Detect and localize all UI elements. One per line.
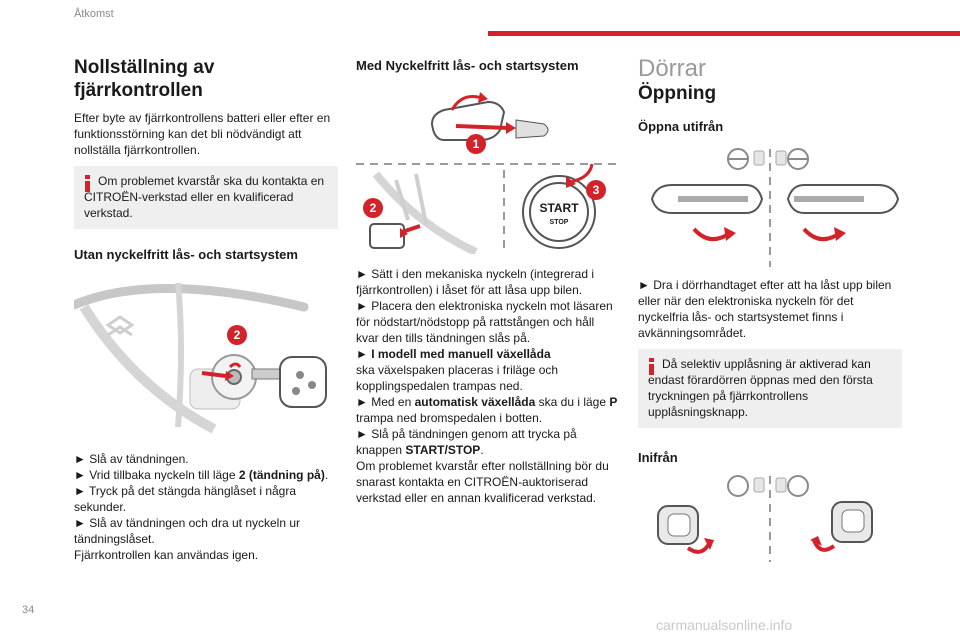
subtitle-with-keyless: Med Nyckelfritt lås- och startsystem (356, 58, 579, 73)
step-2: ► Vrid tillbaka nyckeln till läge 2 (tän… (74, 468, 329, 482)
page-number: 34 (22, 604, 35, 616)
figure-outside-handle (638, 143, 902, 267)
section-title-reset: Nollställning av fjärrkontrollen (74, 57, 215, 101)
figure-keyless: 1 2 START STOP 3 (356, 84, 620, 254)
figure-ignition-key: 2 (74, 277, 338, 439)
figure-inside-handle (638, 472, 902, 562)
step-3: ska växelspaken placeras i friläge och k… (356, 363, 559, 393)
info-icon (649, 358, 654, 375)
info-icon (85, 175, 90, 192)
subtitle-without-keyless: Utan nyckelfritt lås- och startsystem (74, 247, 298, 262)
info-note-text: Då selektiv upplåsning är aktiverad kan … (648, 357, 873, 419)
watermark: carmanualsonline.info (656, 617, 793, 633)
step-result: Fjärrkontrollen kan användas igen. (74, 548, 259, 562)
info-note-selective: Då selektiv upplåsning är aktiverad kan … (638, 349, 902, 428)
info-note-text: Om problemet kvarstår ska du kontakta en… (84, 174, 325, 220)
column-doors: Dörrar Öppning Öppna utifrån ► Dra i dör… (638, 56, 902, 562)
door-handle-illustration (650, 148, 900, 267)
callout-2b: 2 (370, 201, 377, 215)
keyless-illustration: 1 2 START STOP 3 (356, 92, 620, 254)
running-header: Åtkomst (74, 8, 114, 20)
steps-with-keyless: ► Sätt i den mekaniska nyckeln (integrer… (356, 266, 620, 506)
ignition-illustration: 2 (74, 282, 327, 434)
step-4: ► Slå av tändningen och dra ut nyckeln u… (74, 516, 301, 546)
step-1: ► Sätt i den mekaniska nyckeln (integrer… (356, 267, 594, 297)
steps-without-keyless: ► Slå av tändningen. ► Vrid tillbaka nyc… (74, 451, 338, 563)
step-outside: ► Dra i dörrhandtaget efter att ha låst … (638, 278, 892, 340)
subtitle-inside: Inifrån (638, 450, 678, 465)
inside-handle-illustration (657, 475, 873, 562)
callout-2: 2 (234, 328, 241, 342)
stop-button-label: STOP (550, 219, 569, 226)
column-reset-remote: Nollställning av fjärrkontrollen Efter b… (74, 56, 338, 563)
callout-3: 3 (593, 183, 600, 197)
subtitle-outside: Öppna utifrån (638, 119, 724, 134)
column-keyless: Med Nyckelfritt lås- och startsystem 1 2… (356, 56, 620, 506)
step-4: ► Med en automatisk växellåda ska du i l… (356, 395, 618, 425)
intro-text: Efter byte av fjärrkontrollens batteri e… (74, 111, 331, 157)
header-accent-bar (488, 31, 960, 36)
step-5: ► Slå på tändningen genom att trycka på … (356, 427, 577, 457)
step-3-heading: ► I modell med manuell växellåda (356, 347, 551, 361)
step-2: ► Placera den elektroniska nyckeln mot l… (356, 299, 613, 345)
start-button-label: START (539, 201, 579, 215)
info-note: Om problemet kvarstår ska du kontakta en… (74, 166, 338, 229)
chapter-title-doors: Dörrar (638, 55, 707, 82)
step-result: Om problemet kvarstår efter nollställnin… (356, 459, 609, 505)
step-1: ► Slå av tändningen. (74, 452, 189, 466)
callout-1: 1 (473, 137, 480, 151)
step-3: ► Tryck på det stängda hänglåset i några… (74, 484, 297, 514)
section-title-opening: Öppning (638, 83, 717, 104)
